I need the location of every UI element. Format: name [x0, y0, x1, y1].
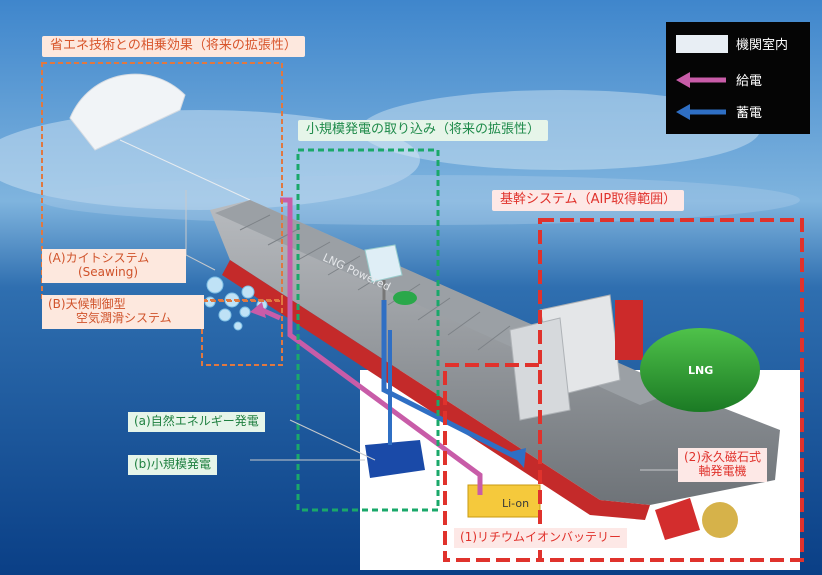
small-generator-box — [365, 440, 425, 478]
storage-arrow-icon — [676, 103, 726, 120]
air-lubrication-line2: 空気潤滑システム — [76, 310, 172, 325]
small-gen-label: 小規模発電の取り込み（将来の拡張性） — [298, 120, 549, 141]
propeller-icon — [702, 502, 738, 538]
legend: 機関室内 給電 蓄電 — [666, 22, 810, 134]
supply-arrow-icon — [676, 71, 726, 88]
small-gen-frame — [296, 148, 440, 512]
natural-energy-label: (a)自然エネルギー発電 — [128, 412, 265, 432]
synergy-label: 省エネ技術との相乗効果（将来の拡張性） — [42, 36, 305, 57]
legend-engine-room: 機関室内 — [676, 34, 788, 53]
rudder — [655, 498, 700, 540]
synergy-frame — [41, 62, 283, 302]
lng-text: LNG — [688, 364, 713, 377]
kite-system-line1: (A)カイトシステム — [48, 251, 150, 265]
kite-system-label: (A)カイトシステム (Seawing) — [42, 249, 186, 283]
supply-lines — [260, 197, 483, 495]
legend-storage-text: 蓄電 — [736, 106, 763, 121]
small-generation-label: (b)小規模発電 — [128, 455, 217, 475]
pm-generator-line1: (2)永久磁石式 — [684, 450, 761, 464]
pm-generator-label: (2)永久磁石式 軸発電機 — [678, 448, 767, 482]
air-lubrication-label: (B)天候制御型 空気潤滑システム — [42, 295, 204, 329]
kite-icon — [69, 73, 186, 151]
pm-generator-line2: 軸発電機 — [698, 463, 747, 478]
core-system-label: 基幹システム（AIP取得範囲） — [492, 190, 685, 211]
li-ion-text: Li-on — [502, 497, 529, 510]
lng-tank — [640, 328, 760, 412]
legend-supply: 給電 — [676, 70, 762, 89]
solar-panel-icon — [364, 244, 403, 283]
legend-engine-room-text: 機関室内 — [736, 38, 789, 53]
air-lubrication-line1: (B)天候制御型 — [48, 297, 126, 311]
legend-supply-text: 給電 — [736, 74, 763, 89]
battery-label: (1)リチウムイオンバッテリー — [454, 528, 627, 548]
legend-storage: 蓄電 — [676, 102, 762, 121]
storage-lines — [381, 300, 520, 461]
engine-room-swatch — [676, 34, 728, 53]
ship-hull — [210, 200, 780, 505]
kite-system-line2: (Seawing) — [78, 264, 139, 279]
